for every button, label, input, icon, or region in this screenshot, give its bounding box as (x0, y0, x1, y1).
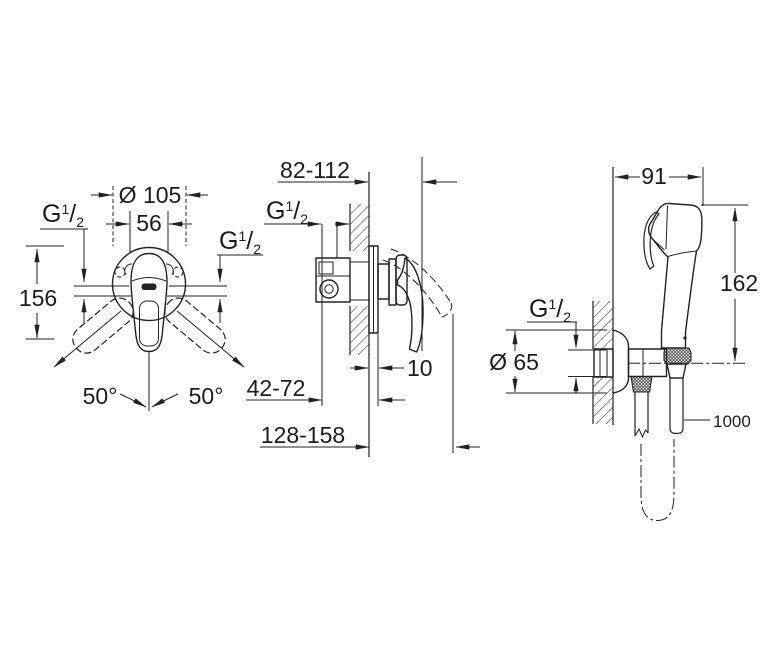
escutcheon-circle (111, 246, 187, 322)
side-view-dimensions: 82-112 G1/2 10 42-72 128-158 (246, 157, 480, 453)
dim-installation-depth: 82-112 (280, 157, 350, 183)
thread-label-front-right: G1/2 (219, 227, 261, 257)
lever-raised-outline (390, 248, 452, 304)
dim-escutcheon-diameter: Ø 105 (119, 182, 182, 208)
lever-handle-side (396, 257, 424, 353)
handle-hub-side (395, 254, 408, 306)
valve-body (315, 257, 351, 303)
hex-nipple (593, 348, 614, 378)
dim-rosette-diameter: Ø 65 (489, 349, 539, 375)
wall-union-holder (593, 329, 748, 439)
shower-hose-loop (640, 439, 675, 522)
mixer-front (72, 246, 226, 354)
lever-swung-right-outline (164, 297, 226, 354)
thread-label-spray: G1/2 (529, 295, 571, 325)
wall-section-spray (592, 167, 614, 425)
dim-hand-shower-height: 162 (720, 270, 758, 296)
dim-hose-length: 1000 (713, 412, 751, 431)
wall-section-side (349, 172, 370, 457)
hand-shower-dimensions: 91 162 G1/2 Ø 65 1000 (489, 163, 758, 431)
thread-label-front-left: G1/2 (42, 200, 84, 230)
holder-rosette (612, 329, 630, 394)
handle-pivot-slot (141, 283, 157, 290)
lever-swung-left-outline (72, 297, 134, 354)
dim-swing-left: 50° (83, 383, 118, 409)
side-view: 82-112 G1/2 10 42-72 128-158 (246, 157, 480, 457)
dim-holder-depth: 91 (641, 163, 667, 189)
dim-handle-width: 56 (136, 210, 162, 236)
hose-cone-nut (663, 347, 692, 365)
mixer-side (315, 224, 453, 406)
cartridge-sleeve (377, 263, 390, 300)
dim-overall-height: 156 (19, 285, 57, 311)
lever-handle-front (130, 252, 168, 353)
dim-overall-depth: 128-158 (261, 422, 345, 448)
front-view: Ø 105 56 G1/2 G1/2 156 (19, 182, 263, 411)
thread-label-side: G1/2 (266, 197, 308, 227)
lever-grip-face (139, 300, 159, 347)
dim-swing-right: 50° (189, 383, 224, 409)
front-view-dimensions: Ø 105 56 G1/2 G1/2 156 (19, 182, 263, 411)
hand-shower-view: 91 162 G1/2 Ø 65 1000 (489, 163, 758, 522)
hose-nut-outlet (630, 375, 653, 393)
trigger-hand-shower (640, 202, 703, 522)
dim-plate-thickness: 10 (407, 355, 433, 381)
hand-shower-body (647, 202, 703, 349)
check-valve-port (319, 279, 339, 299)
dim-connection-depth: 42-72 (247, 375, 306, 401)
trigger-lever (643, 211, 660, 270)
